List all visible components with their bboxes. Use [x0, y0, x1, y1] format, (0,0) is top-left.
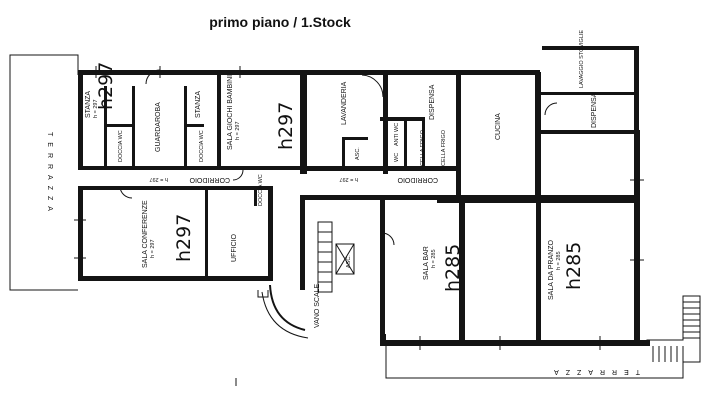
room-labels: STANZA h = 297 GUARDAROBA DOCCIA WC STAN…	[46, 30, 640, 375]
label-corridoio-left-h: h = 297	[149, 176, 168, 182]
label-sala-conferenze: SALA CONFERENZE	[142, 200, 149, 268]
curved-wall	[269, 284, 306, 331]
label-sala-bar: SALA BAR	[423, 246, 430, 280]
left-wing-walls	[78, 70, 304, 281]
stair-treads	[317, 221, 355, 293]
label-guardaroba: GUARDAROBA	[155, 102, 162, 152]
label-sala-pranzo: SALA DA PRANZO	[548, 240, 555, 300]
label-stanza-left: STANZA	[85, 91, 92, 118]
label-ufficio: UFFICIO	[231, 233, 238, 262]
label-sala-giochi-h: h = 297	[235, 121, 241, 140]
main-building-walls	[300, 46, 650, 346]
left-terrace-outline	[9, 54, 79, 291]
height-marks: h297 h297 h297 h285 h285	[95, 62, 585, 292]
label-dispensa: DISPENSA	[429, 84, 436, 120]
plan-title: primo piano / 1.Stock	[209, 14, 351, 30]
label-stanza-left-h: h = 297	[93, 99, 99, 118]
label-wc: WC	[394, 153, 400, 162]
label-doccia-wc-2: DOCCIA WC	[199, 130, 205, 162]
label-terrazza-bottom: TERRAZZA	[547, 368, 640, 375]
label-sala-conferenze-h: h = 297	[150, 239, 156, 258]
label-cucina: CUCINA	[495, 113, 502, 140]
label-vano-scale: VANO SCALE	[314, 283, 321, 328]
label-lavanderia: LAVANDERIA	[341, 81, 348, 125]
right-stair-outline	[646, 295, 701, 363]
label-corridoio-right: CORRIDOIO	[397, 176, 438, 183]
label-doccia-wc-1: DOCCIA WC	[118, 130, 124, 162]
windows	[74, 66, 644, 350]
label-sala-bar-h: h = 285	[431, 249, 437, 268]
label-corridoio-left: CORRIDOIO	[189, 176, 230, 183]
height-mark-sala-giochi: h297	[275, 102, 297, 150]
label-asc-bottom: ASC.	[346, 255, 352, 268]
label-dispensa-right: DISPENSA	[591, 92, 598, 128]
label-lavaggio: LAVAGGIO STOVIGLIE	[579, 30, 585, 88]
label-cella-frigo-2: CELLA FRIGO	[441, 129, 447, 166]
label-sala-pranzo-h: h = 285	[556, 251, 562, 270]
label-anti-wc: ANTI WC	[394, 123, 400, 146]
doors	[119, 69, 558, 246]
label-doccia-wc-3: DOCCIA WC	[258, 174, 264, 206]
label-cella-frigo-1: CELLA FRIGO	[420, 129, 426, 166]
label-asc-top: ASC.	[355, 147, 361, 160]
curved-wall-outer	[261, 291, 309, 339]
label-sala-giochi: SALA GIOCHI BAMBINI	[227, 75, 234, 150]
height-mark-stanza: h297	[95, 62, 117, 110]
height-mark-sala-pranzo: h285	[563, 242, 585, 290]
label-terrazza-left: TERRAZZA	[46, 132, 53, 217]
right-stair-steps	[652, 301, 700, 362]
height-mark-sala-conferenze: h297	[173, 214, 195, 262]
height-mark-sala-bar: h285	[442, 244, 464, 292]
label-stanza-mid: STANZA	[195, 91, 202, 118]
label-corridoio-right-h: h = 297	[339, 176, 358, 182]
